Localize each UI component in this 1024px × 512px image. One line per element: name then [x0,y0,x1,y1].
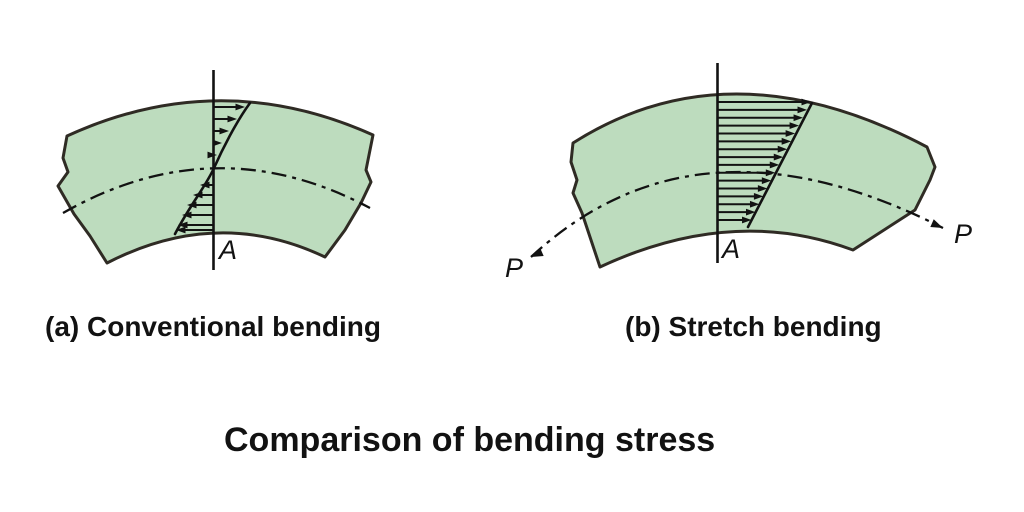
force-label-right: P [954,219,972,249]
stress-arrowhead-icon [765,169,776,177]
stress-arrowhead-icon [781,137,792,145]
stress-arrowhead-icon [757,185,768,192]
stress-arrowhead-icon [745,208,756,216]
stress-arrowhead-icon [178,221,188,229]
neutral-axis-line [62,167,371,214]
stress-arrowhead-icon [749,200,760,208]
stress-arrowhead-icon [793,114,804,122]
stress-arrowhead-icon [227,115,237,123]
force-arrowhead-right-icon [930,219,943,228]
stress-envelope-line [746,101,814,229]
stretch-bending-diagram: A P P [505,63,972,283]
figure-title: Comparison of bending stress [224,421,716,459]
stress-arrowhead-icon [212,139,222,147]
stress-arrowhead-icon [801,98,811,106]
section-label: A [217,235,237,265]
beam-segment [56,99,375,265]
stress-arrowhead-icon [773,153,784,161]
stress-arrowhead-icon [235,103,245,111]
stress-arrowhead-icon [753,193,764,200]
stress-arrowhead-icon [769,161,780,169]
force-label-left: P [505,253,523,283]
stress-arrowhead-icon [785,130,796,137]
section-label: A [720,234,740,264]
force-arrowhead-left-icon [531,248,544,257]
stress-arrowhead-icon [797,106,808,114]
stress-distribution-arrows [718,98,811,224]
stress-arrowhead-icon [761,177,772,185]
stress-arrowhead-icon [742,216,752,224]
stress-arrowhead-icon [789,122,800,129]
conventional-bending-diagram: A [56,70,375,270]
caption-b: (b) Stretch bending [625,311,882,342]
stress-arrowhead-icon [176,226,186,234]
stress-arrowhead-icon [219,127,229,135]
stress-arrowhead-icon [777,145,788,153]
caption-a: (a) Conventional bending [45,311,381,342]
